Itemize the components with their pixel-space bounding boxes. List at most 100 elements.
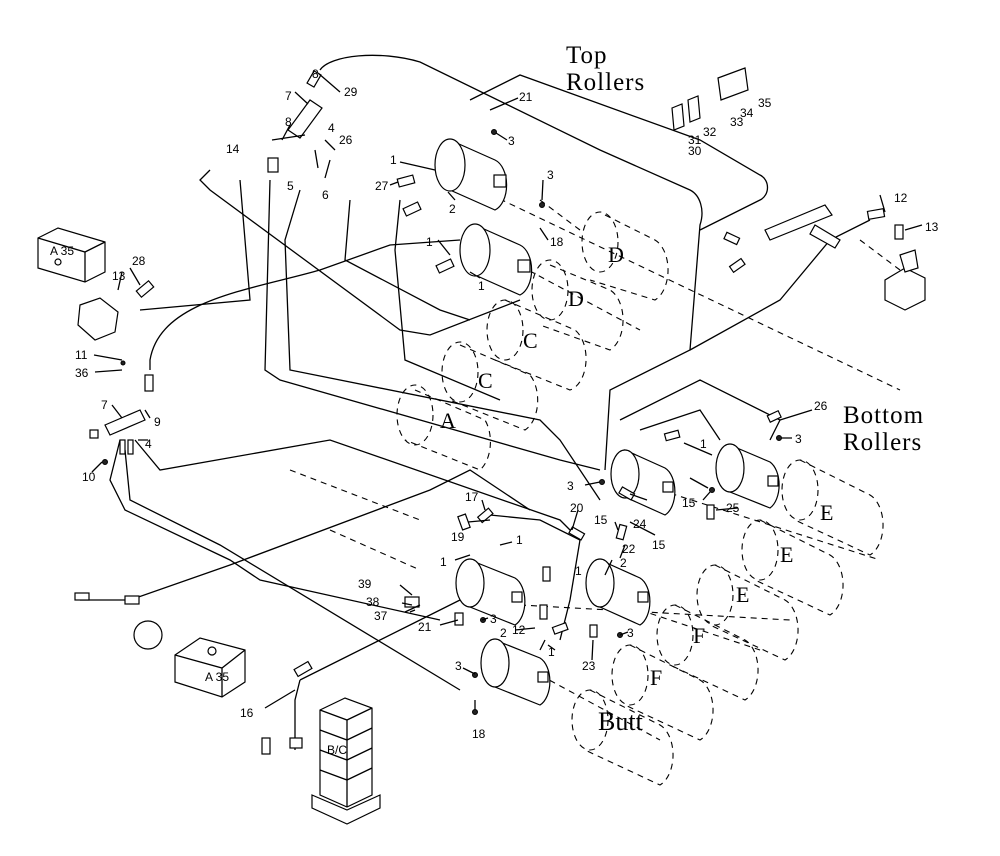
callout: 12 bbox=[512, 623, 526, 637]
roller-d2-end bbox=[531, 259, 569, 321]
callout: 1 bbox=[390, 153, 397, 167]
callout: 10 bbox=[82, 470, 96, 484]
fittings-and-components bbox=[37, 67, 926, 825]
callout: 32 bbox=[703, 125, 717, 139]
callout: 3 bbox=[455, 659, 462, 673]
callout: 4 bbox=[145, 437, 152, 451]
callout: 7 bbox=[285, 89, 292, 103]
callout: 29 bbox=[344, 85, 358, 99]
callout: 3 bbox=[627, 626, 634, 640]
callout: 21 bbox=[418, 620, 432, 634]
callout: 31 bbox=[688, 133, 702, 147]
roller-d1 bbox=[589, 214, 669, 301]
callout: 12 bbox=[894, 191, 908, 205]
motor-top-2 bbox=[459, 223, 533, 296]
top-rollers-heading-line1: Top bbox=[566, 42, 608, 69]
callout: 1 bbox=[478, 279, 485, 293]
callout: 37 bbox=[374, 609, 388, 623]
roller-label-d2: D bbox=[568, 286, 584, 311]
callout: 3 bbox=[508, 134, 515, 148]
small-fittings bbox=[74, 70, 904, 755]
callout: 1 bbox=[426, 235, 433, 249]
valve-stack bbox=[311, 697, 381, 825]
roller-label-e3: E bbox=[736, 582, 749, 607]
callout: 3 bbox=[490, 612, 497, 626]
lower-pump-block bbox=[133, 620, 246, 698]
callout: 26 bbox=[339, 133, 353, 147]
roller-e3 bbox=[709, 564, 799, 661]
roller-c1 bbox=[494, 299, 587, 391]
callout: 2 bbox=[620, 556, 627, 570]
callout: 6 bbox=[322, 188, 329, 202]
roller-label-d1: D bbox=[608, 242, 624, 267]
block-labels: A 35 A 35 B/C bbox=[50, 244, 347, 757]
callout: 2 bbox=[500, 626, 507, 640]
top-rollers-heading-line2: Rollers bbox=[566, 69, 646, 96]
callout: 11 bbox=[75, 348, 88, 362]
roller-e3-end bbox=[696, 564, 734, 626]
lower-block-label: A 35 bbox=[205, 670, 229, 684]
upper-block-label: A 35 bbox=[50, 244, 74, 258]
roller-label-f2: F bbox=[650, 665, 662, 690]
callout: 21 bbox=[519, 90, 533, 104]
callout: 5 bbox=[287, 179, 294, 193]
callout: 38 bbox=[366, 595, 380, 609]
callout: 16 bbox=[240, 706, 254, 720]
roller-outlines bbox=[396, 211, 884, 786]
callout: 19 bbox=[451, 530, 465, 544]
roller-e2 bbox=[754, 519, 844, 616]
callout: 27 bbox=[375, 179, 389, 193]
roller-e2-end bbox=[741, 519, 779, 581]
top-bracket-parts bbox=[671, 67, 749, 131]
motor-bottom-2 bbox=[715, 443, 780, 509]
callout: 26 bbox=[814, 399, 828, 413]
callout: 7 bbox=[101, 398, 108, 412]
roller-label-c1: C bbox=[523, 328, 538, 353]
motor-top-1 bbox=[434, 138, 508, 211]
callout: 22 bbox=[622, 542, 636, 556]
callout: 8 bbox=[285, 115, 292, 129]
callout: 15 bbox=[652, 538, 666, 552]
bottom-rollers-heading-line1: Bottom bbox=[843, 402, 925, 429]
upper-manifold bbox=[287, 99, 323, 139]
roller-c2 bbox=[449, 344, 539, 431]
callout: 9 bbox=[154, 415, 161, 429]
roller-d2 bbox=[539, 264, 624, 351]
callout: 15 bbox=[682, 496, 696, 510]
upper-pump-block bbox=[37, 227, 119, 341]
roller-e1 bbox=[794, 459, 884, 556]
roller-c1-end bbox=[486, 299, 524, 361]
roller-label-butt: Butt bbox=[598, 707, 644, 736]
callout: 17 bbox=[465, 490, 479, 504]
callout: 1 bbox=[516, 533, 523, 547]
stack-label: B/C bbox=[327, 743, 347, 757]
top-rollers-heading: Top Rollers bbox=[566, 42, 645, 96]
leader-lines bbox=[91, 72, 923, 710]
roller-letter-labels: D D C C A E E E F F Butt bbox=[440, 242, 833, 736]
callout: 20 bbox=[570, 501, 584, 515]
roller-butt bbox=[584, 689, 674, 786]
motor-lower-1 bbox=[455, 558, 526, 626]
callout: 36 bbox=[75, 366, 89, 380]
callout: 4 bbox=[328, 121, 335, 135]
hydraulic-motors bbox=[434, 138, 780, 706]
callout: 1 bbox=[700, 437, 707, 451]
callout: 3 bbox=[547, 168, 554, 182]
callout: 15 bbox=[594, 513, 608, 527]
callout: 1 bbox=[575, 564, 582, 578]
callout: 1 bbox=[440, 555, 447, 569]
roller-label-c2: C bbox=[478, 368, 493, 393]
callout: 24 bbox=[633, 517, 647, 531]
roller-butt-end bbox=[571, 689, 609, 751]
roller-label-e1: E bbox=[820, 500, 833, 525]
bottom-rollers-heading: Bottom Rollers bbox=[843, 402, 924, 456]
callout: 18 bbox=[550, 235, 564, 249]
roller-d1-end bbox=[581, 211, 619, 273]
right-valve bbox=[884, 249, 926, 311]
callout: 34 bbox=[740, 106, 754, 120]
roller-f2 bbox=[624, 644, 714, 741]
left-manifold bbox=[104, 409, 146, 436]
callout: 33 bbox=[730, 115, 744, 129]
roller-label-e2: E bbox=[780, 542, 793, 567]
